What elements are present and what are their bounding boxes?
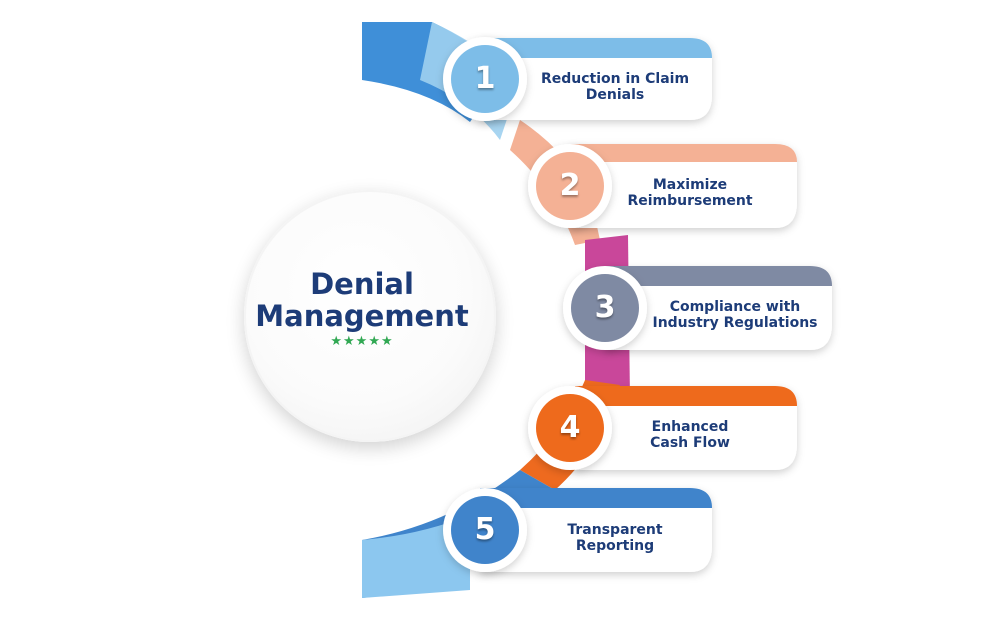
item-label-2: Maximize Reimbursement: [595, 177, 785, 209]
pill-3: [605, 266, 832, 350]
center-circle: [244, 190, 496, 442]
number-circle-4: [528, 386, 612, 470]
item-label-4-line2: Cash Flow: [650, 435, 730, 451]
item-label-4: Enhanced Cash Flow: [595, 419, 785, 451]
item-label-2-line1: Maximize: [652, 177, 728, 193]
number-circle-1: [443, 37, 527, 121]
number-circle-2: [528, 144, 612, 228]
number-3: 3: [594, 290, 616, 325]
item-label-1: Reduction in Claim Denials: [520, 71, 710, 103]
number-1: 1: [474, 61, 496, 96]
pill-4: [575, 386, 797, 470]
arc-segment-5b: [362, 515, 470, 598]
item-label-1-line2: Denials: [585, 87, 645, 103]
center-title-line2: Management: [255, 299, 469, 333]
item-label-5-line2: Reporting: [575, 538, 655, 554]
number-circle-5: [443, 488, 527, 572]
pill-1: [480, 38, 712, 120]
item-label-5: Transparent Reporting: [520, 522, 710, 554]
item-label-1-line1: Reduction in Claim: [540, 71, 690, 87]
number-4: 4: [559, 410, 581, 445]
number-2: 2: [559, 168, 581, 203]
item-label-3-line1: Compliance with: [669, 299, 801, 315]
number-circle-3: [563, 266, 647, 350]
center-title: Denial Management: [244, 268, 480, 332]
item-label-3: Compliance with Industry Regulations: [640, 299, 830, 331]
item-label-5-line1: Transparent: [567, 522, 663, 538]
center-title-line1: Denial: [310, 267, 414, 301]
pill-5: [480, 488, 712, 572]
pill-2: [570, 144, 797, 228]
number-5: 5: [474, 512, 496, 547]
rating-stars: ★★★★★: [330, 334, 394, 349]
item-label-3-line2: Industry Regulations: [652, 315, 818, 331]
item-label-2-line2: Reimbursement: [627, 193, 753, 209]
item-label-4-line1: Enhanced: [651, 419, 729, 435]
